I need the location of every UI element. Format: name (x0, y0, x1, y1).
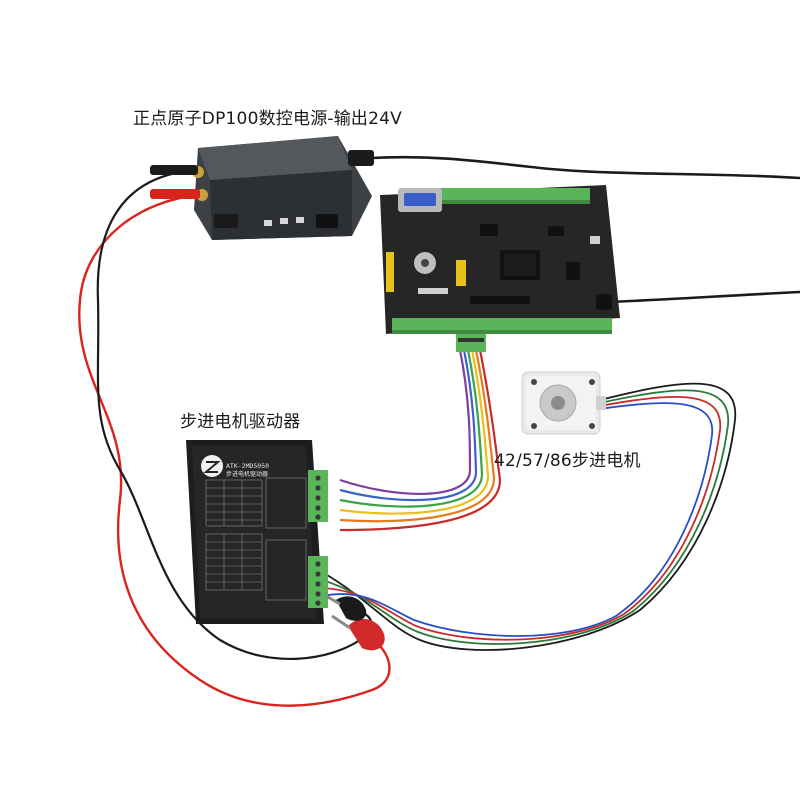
dp100-power-supply (150, 136, 374, 240)
controller-board (380, 185, 620, 352)
red-alligator-clip (331, 614, 385, 651)
ribbon-cable (339, 349, 502, 532)
stepper-motor (521, 371, 606, 435)
driver-panel-title: 步进电机驱动器 (226, 470, 268, 478)
driver-model-label: ATK-2MD5050 (226, 462, 269, 470)
motor-phase-wires (321, 382, 736, 651)
motor-caption: 42/57/86步进电机 (494, 451, 641, 471)
black-alligator-clip (325, 594, 367, 621)
black-power-wire (96, 168, 373, 661)
stepper-driver (186, 440, 328, 624)
psu-dc-cable (371, 155, 800, 180)
red-power-wire (78, 193, 391, 707)
driver-caption: 步进电机驱动器 (180, 412, 301, 432)
board-dc-cable (607, 290, 800, 304)
power-supply-caption: 正点原子DP100数控电源-输出24V (133, 109, 402, 129)
